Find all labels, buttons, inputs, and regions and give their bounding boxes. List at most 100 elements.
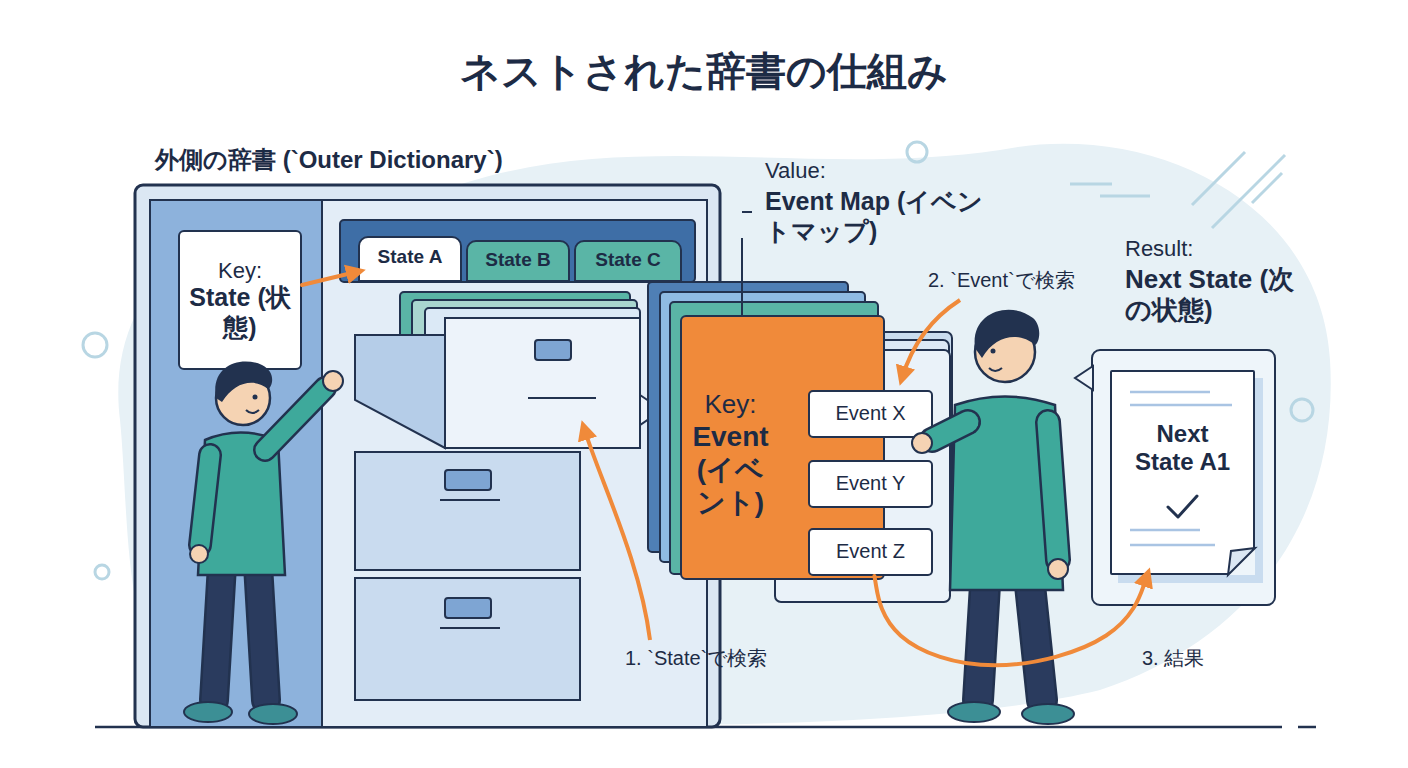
person-arm-outline bbox=[200, 455, 210, 545]
key-box: Key:State (状態) bbox=[178, 230, 302, 370]
person-leg-outline bbox=[978, 585, 985, 700]
person-shoe bbox=[1022, 704, 1074, 724]
person-shoe bbox=[249, 704, 297, 724]
state-tab: State C bbox=[574, 240, 682, 282]
person-leg-outline bbox=[214, 565, 222, 700]
paper-line bbox=[1130, 391, 1210, 394]
paper-fold-cut bbox=[1228, 548, 1255, 575]
person-arm bbox=[265, 388, 325, 450]
person-arm-outline bbox=[1048, 422, 1058, 560]
deco-line bbox=[1212, 155, 1285, 228]
node-text: Event Z bbox=[814, 540, 927, 564]
deco-circle bbox=[907, 142, 927, 162]
closed-drawer bbox=[355, 578, 580, 700]
leader-arrow bbox=[584, 428, 650, 640]
person-mouth bbox=[246, 410, 259, 413]
drawer-line bbox=[440, 627, 500, 629]
person-hand bbox=[190, 545, 208, 563]
result-bubble bbox=[1092, 350, 1275, 605]
paper-line bbox=[1130, 544, 1215, 547]
deco-line bbox=[1252, 173, 1282, 203]
drawer-handle bbox=[445, 598, 491, 618]
closed-drawer bbox=[355, 452, 580, 570]
person-shoe bbox=[184, 702, 232, 722]
value-name: Event Map (イベントマップ) bbox=[765, 186, 995, 246]
person-arm bbox=[1048, 422, 1058, 560]
node-heading: Key: bbox=[690, 389, 771, 420]
node-text: State (状態) bbox=[186, 283, 294, 342]
person-hair bbox=[215, 361, 272, 402]
event-item: Event Y bbox=[808, 460, 933, 508]
result-label: Result: bbox=[1125, 236, 1305, 262]
result-name: Next State (次の状態) bbox=[1125, 264, 1300, 326]
person-shoe bbox=[948, 702, 1000, 722]
person-hand bbox=[323, 371, 343, 391]
person-hair bbox=[975, 310, 1040, 358]
deco-circle bbox=[83, 333, 107, 357]
deco-line bbox=[1192, 152, 1245, 205]
deco-circle bbox=[95, 565, 109, 579]
leader-arrow bbox=[902, 300, 960, 378]
person-head bbox=[216, 371, 270, 425]
person-leg bbox=[978, 585, 985, 700]
flow-arrow bbox=[302, 272, 358, 286]
cabinet-side-panel bbox=[150, 200, 322, 727]
next-state-paper: Next State A1 bbox=[1110, 370, 1255, 575]
diagram-title: ネストされた辞書の仕組み bbox=[0, 44, 1408, 99]
person-arm bbox=[932, 422, 968, 440]
drawer-side bbox=[355, 335, 445, 448]
cabinet-body bbox=[135, 185, 720, 727]
state-tab: State B bbox=[466, 240, 570, 282]
drawer-line bbox=[528, 397, 596, 399]
person-arm bbox=[200, 455, 210, 545]
edge-label: 3. 結果 bbox=[1142, 646, 1204, 670]
ground-line bbox=[1298, 726, 1316, 729]
node-text: Event Y bbox=[814, 472, 927, 496]
event-item: Event X bbox=[808, 390, 933, 438]
open-drawer-front bbox=[445, 318, 640, 448]
deco-circle bbox=[1291, 399, 1313, 421]
node-text: State A bbox=[364, 246, 456, 268]
flow-arrow bbox=[874, 575, 1147, 665]
person-leg-outline bbox=[1030, 585, 1042, 700]
person-hoodie bbox=[950, 397, 1063, 591]
tab-bar bbox=[340, 220, 695, 282]
person-arm-outline bbox=[932, 422, 968, 440]
event-item: Event Z bbox=[808, 528, 933, 576]
paper-line bbox=[1130, 404, 1232, 407]
person-leg-outline bbox=[258, 565, 266, 700]
person-arm-outline bbox=[265, 388, 325, 450]
person-eye bbox=[991, 349, 996, 354]
drawer-handle bbox=[535, 340, 571, 360]
outer-dictionary-cabinet: 外側の辞書 (`Outer Dictionary`) Key:State (状態)… bbox=[135, 140, 725, 730]
node-heading: Key: bbox=[186, 258, 294, 284]
node-text: State B bbox=[472, 249, 564, 271]
node-text: Event X bbox=[814, 402, 927, 426]
node-text: Next State A1 bbox=[1126, 420, 1239, 477]
paper-line bbox=[1130, 529, 1200, 532]
value-label: Value: bbox=[765, 158, 965, 184]
person-hoodie bbox=[198, 433, 285, 576]
node-text: Event (イベント) bbox=[690, 420, 771, 519]
person-leg bbox=[214, 565, 222, 700]
person-hand bbox=[912, 433, 932, 453]
bubble-tail bbox=[1075, 366, 1093, 390]
value-bracket bbox=[742, 212, 752, 318]
node-text: 外側の辞書 (`Outer Dictionary`) bbox=[155, 146, 705, 174]
person-mouth bbox=[989, 368, 1002, 371]
person-leg bbox=[1030, 585, 1042, 700]
step-label: 1. `State`で検索 bbox=[625, 646, 855, 670]
deco-line bbox=[1070, 183, 1112, 186]
drawer-line bbox=[440, 499, 500, 501]
paper-fold bbox=[1228, 548, 1255, 575]
person-hand bbox=[1048, 559, 1068, 579]
person-eye bbox=[253, 395, 258, 400]
node-text: State C bbox=[580, 249, 676, 271]
state-tab: State A bbox=[358, 236, 462, 282]
check-mark bbox=[1168, 496, 1197, 517]
person-head bbox=[975, 322, 1035, 382]
